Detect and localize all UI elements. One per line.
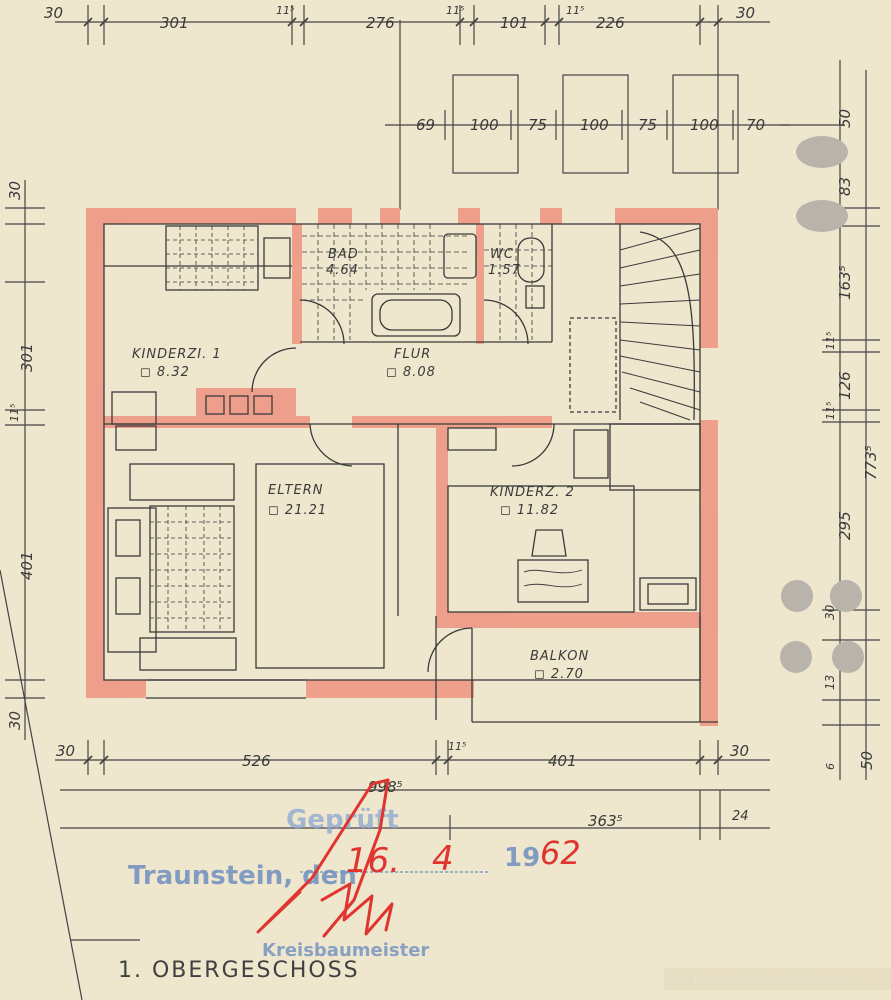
- dim-bottom-1: 526: [242, 752, 271, 770]
- dim-top-4: 11⁵: [446, 4, 464, 17]
- room-kinder1-name: KINDERZI. 1: [132, 347, 222, 362]
- dim-top-5: 101: [500, 14, 529, 32]
- dim-right-5: 11⁵: [824, 402, 837, 420]
- approval-stamp: Geprüft Traunstein, den 16. 4 19 62 Krei…: [128, 778, 581, 961]
- stamp-office: Kreisbaumeister: [262, 940, 429, 961]
- dimension-labels: 30 301 11⁵ 276 11⁵ 101 11⁵ 226 30 69 100…: [6, 4, 880, 830]
- dim-window-5: 100: [690, 116, 719, 134]
- dim-window-4: 75: [638, 116, 657, 134]
- dim-left-2: 11⁵: [8, 404, 21, 422]
- dim-right-4: 126: [836, 371, 854, 400]
- dim-right-10: 50: [858, 751, 876, 770]
- dim-window-2: 75: [528, 116, 547, 134]
- dim-right-2: 163⁵: [836, 265, 854, 300]
- room-eltern-name: ELTERN: [268, 483, 324, 498]
- dim-window-1: 100: [470, 116, 499, 134]
- dim-left-3: 401: [18, 551, 36, 580]
- room-kinder2-name: KINDERZ. 2: [490, 485, 575, 500]
- dim-top-8: 30: [736, 4, 755, 22]
- dim-bottom-4: 30: [730, 742, 749, 760]
- stamp-year-suffix: 62: [540, 834, 581, 872]
- dim-top-7: 226: [596, 14, 625, 32]
- dim-window-6: 70: [746, 116, 765, 134]
- dim-right-8: 13: [823, 675, 837, 690]
- room-bad-area: 4.64: [326, 263, 359, 278]
- dim-right-1: 83: [836, 177, 854, 196]
- stamp-city: Traunstein, den: [128, 861, 357, 891]
- room-bad-name: BAD: [328, 247, 359, 262]
- stamp-month: 4: [432, 839, 454, 879]
- dim-right-3: 11⁵: [824, 332, 837, 350]
- dim-window-0: 69: [416, 116, 435, 134]
- dim-window-3: 100: [580, 116, 609, 134]
- dim-left-group: 30 301 11⁵ 401 30: [6, 181, 36, 730]
- plan-linework: [103, 223, 718, 723]
- room-flur-name: FLUR: [394, 347, 431, 362]
- dim-top-2: 11⁵: [276, 4, 294, 17]
- dim-top-1: 301: [160, 14, 189, 32]
- dim-right-total: 773⁵: [862, 445, 880, 480]
- room-balkon-name: BALKON: [530, 649, 589, 664]
- dim-left-0: 30: [6, 181, 24, 200]
- punch-holes: [780, 136, 864, 673]
- dim-top-3: 276: [366, 14, 395, 32]
- room-wc-area: 1.57: [488, 263, 521, 278]
- dim-bottom-right: 24: [732, 809, 749, 824]
- room-labels: BAD 4.64 WC 1.57 KINDERZI. 1 ◻ 8.32 FLUR…: [132, 247, 589, 682]
- signature: [256, 778, 394, 938]
- stamp-year-prefix: 19: [504, 843, 540, 873]
- walls: [86, 208, 718, 726]
- room-flur-area: ◻ 8.08: [386, 365, 436, 380]
- room-wc-name: WC: [490, 247, 514, 262]
- dim-left-4: 30: [6, 711, 24, 730]
- room-balkon-area: ◻ 2.70: [534, 667, 584, 682]
- dim-right-9: 6: [824, 763, 837, 770]
- room-kinder2-area: ◻ 11.82: [500, 503, 559, 518]
- credit-watermark: SIC Immobilienforum Chiemgau: [668, 972, 852, 987]
- dim-bottom-2: 11⁵: [448, 740, 466, 753]
- dim-right-6: 295: [836, 511, 854, 540]
- room-eltern-area: ◻ 21.21: [268, 503, 327, 518]
- dim-top-6: 11⁵: [566, 4, 584, 17]
- dim-sub-bottom: 363⁵: [588, 812, 623, 830]
- room-kinder1-area: ◻ 8.32: [140, 365, 190, 380]
- dim-right-group: 50 83 163⁵ 11⁵ 126 11⁵ 295 30 13 6 50 77…: [823, 109, 880, 770]
- dim-bottom-3: 401: [548, 752, 577, 770]
- dim-right-0: 50: [836, 109, 854, 128]
- dim-right-7: 30: [823, 604, 837, 620]
- dim-top-0: 30: [44, 4, 63, 22]
- dim-left-1: 301: [18, 343, 36, 372]
- dim-bottom-0: 30: [56, 742, 75, 760]
- drawing-title: 1. OBERGESCHOSS: [118, 958, 360, 983]
